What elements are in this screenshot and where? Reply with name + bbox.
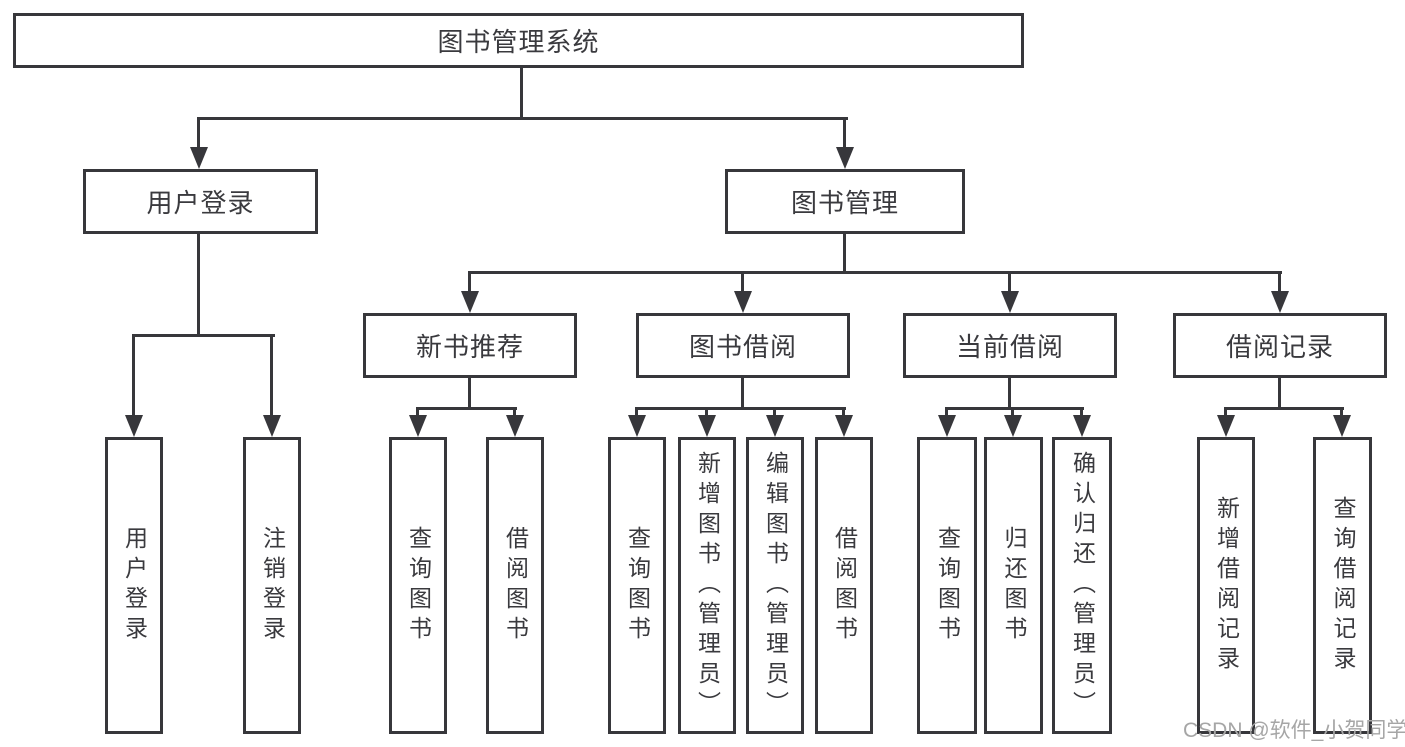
leaf-confirm-return-admin: 确认归还（管理员） [1052,437,1112,734]
connector-line [197,117,848,120]
connector-line [842,407,845,418]
connector-line [520,67,523,120]
leaf-return-books: 归还图书 [984,437,1043,734]
connector-line [197,233,200,337]
node-library-system: 图书管理系统 [13,13,1024,68]
node-book-borrowing: 图书借阅 [636,313,850,378]
connector-line [1080,407,1083,418]
leaf-borrow-books-recommend: 借阅图书 [486,437,544,734]
connector-line [1278,271,1281,293]
connector-line [270,334,273,418]
leaf-query-books-current: 查询图书 [917,437,977,734]
leaf-query-books-borrowing: 查询图书 [608,437,666,734]
connector-line [1224,407,1227,418]
arrow-down-icon [835,415,853,437]
connector-line [773,407,776,418]
connector-line [1278,377,1281,409]
connector-line [705,407,708,418]
connector-line [416,407,517,410]
connector-line [1224,407,1344,410]
arrow-down-icon [1001,291,1019,313]
arrow-down-icon [1073,415,1091,437]
leaf-label: 确认归还（管理员） [1069,450,1096,721]
leaf-edit-books-admin: 编辑图书（管理员） [746,437,804,734]
arrow-down-icon [734,291,752,313]
arrow-down-icon [836,147,854,169]
connector-line [945,407,948,418]
connector-line [1340,407,1343,418]
leaf-label: 编辑图书（管理员） [762,450,789,721]
leaf-label: 借阅图书 [831,525,858,646]
connector-line [197,117,200,150]
leaf-query-borrow-record: 查询借阅记录 [1313,437,1372,734]
connector-line [1011,407,1014,418]
node-borrow-records: 借阅记录 [1173,313,1387,378]
connector-line [945,407,1084,410]
leaf-add-borrow-record: 新增借阅记录 [1197,437,1255,734]
leaf-label: 新增借阅记录 [1213,495,1240,676]
connector-line [513,407,516,418]
connector-line [468,271,1282,274]
connector-line [635,407,846,410]
arrow-down-icon [190,147,208,169]
leaf-label: 查询图书 [405,525,432,646]
connector-line [741,271,744,293]
connector-line [843,233,846,274]
arrow-down-icon [628,415,646,437]
leaf-label: 查询图书 [624,525,651,646]
leaf-label: 注销登录 [259,525,286,646]
connector-line [1008,377,1011,409]
leaf-query-books-recommend: 查询图书 [389,437,447,734]
leaf-label: 查询图书 [934,525,961,646]
node-new-book-recommend: 新书推荐 [363,313,577,378]
arrow-down-icon [766,415,784,437]
arrow-down-icon [938,415,956,437]
leaf-logout: 注销登录 [243,437,301,734]
connector-line [1008,271,1011,293]
leaf-label: 新增图书（管理员） [694,450,721,721]
watermark: CSDN @软件_小贺同学 [1183,719,1405,742]
connector-line [132,334,275,337]
leaf-add-books-admin: 新增图书（管理员） [678,437,736,734]
connector-line [468,271,471,293]
connector-line [416,407,419,418]
connector-line [132,334,135,418]
leaf-label: 归还图书 [1001,525,1027,646]
arrow-down-icon [1004,415,1022,437]
leaf-label: 用户登录 [121,525,148,646]
connector-line [741,377,744,409]
connector-line [635,407,638,418]
arrow-down-icon [409,415,427,437]
leaf-borrow-books: 借阅图书 [815,437,873,734]
arrow-down-icon [461,291,479,313]
leaf-user-login: 用户登录 [105,437,163,734]
leaf-label: 借阅图书 [502,525,529,646]
arrow-down-icon [1333,415,1351,437]
arrow-down-icon [1271,291,1289,313]
arrow-down-icon [125,415,143,437]
node-current-borrowing: 当前借阅 [903,313,1117,378]
connector-line [468,377,471,409]
node-user-login: 用户登录 [83,169,318,234]
arrow-down-icon [506,415,524,437]
arrow-down-icon [698,415,716,437]
leaf-label: 查询借阅记录 [1330,495,1356,676]
connector-line [843,117,846,150]
node-book-management: 图书管理 [725,169,965,234]
arrow-down-icon [1217,415,1235,437]
arrow-down-icon [263,415,281,437]
